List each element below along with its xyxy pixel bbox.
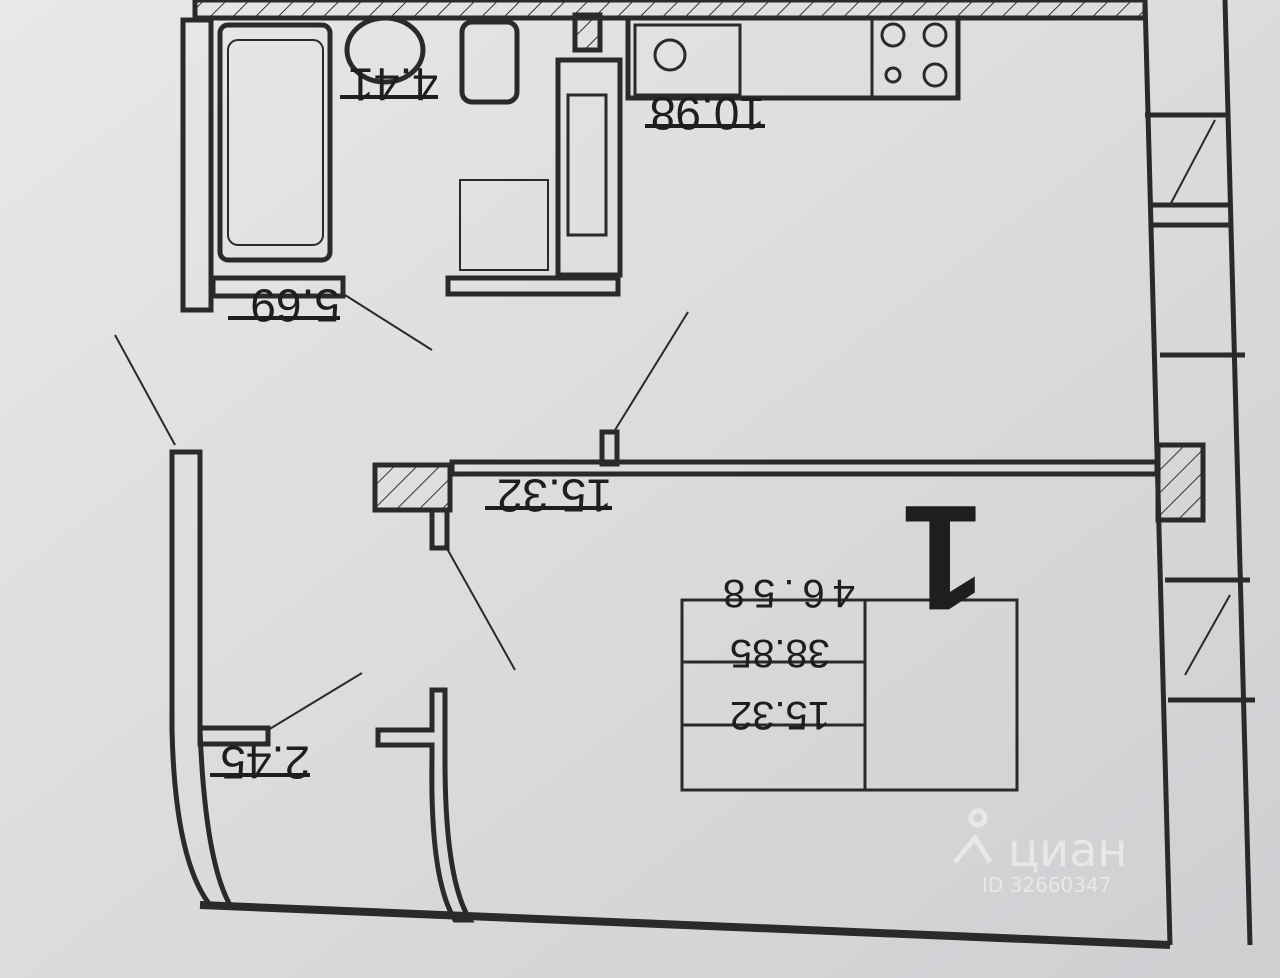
toilet (459, 19, 520, 105)
stove (870, 18, 948, 98)
top-wall (192, 0, 1148, 21)
balcony-area-label: 2.45 (220, 736, 310, 788)
svg-text:циан: циан (1008, 823, 1127, 877)
total-area-value: 46.58 (715, 571, 855, 615)
living-room-area-label: 15.32 (497, 469, 612, 521)
living-area-value: 15.32 (730, 693, 830, 737)
svg-text:ID 32660347: ID 32660347 (982, 873, 1111, 897)
living-total-value: 38.85 (730, 631, 830, 675)
rooms-count: 1 (902, 474, 985, 642)
kitchen-sink (633, 23, 742, 97)
bathroom-area-label: 4.41 (348, 58, 438, 110)
hallway-area-label: 5.69 (250, 279, 340, 331)
location-pin-icon (953, 808, 993, 864)
kitchen-area-label: 10.98 (650, 87, 765, 139)
kitchen-counter (625, 15, 961, 101)
cian-watermark: циан ID 32660347 (953, 808, 1127, 897)
bathtub (217, 22, 333, 263)
summary-table (680, 598, 1019, 792)
sink (344, 15, 426, 85)
